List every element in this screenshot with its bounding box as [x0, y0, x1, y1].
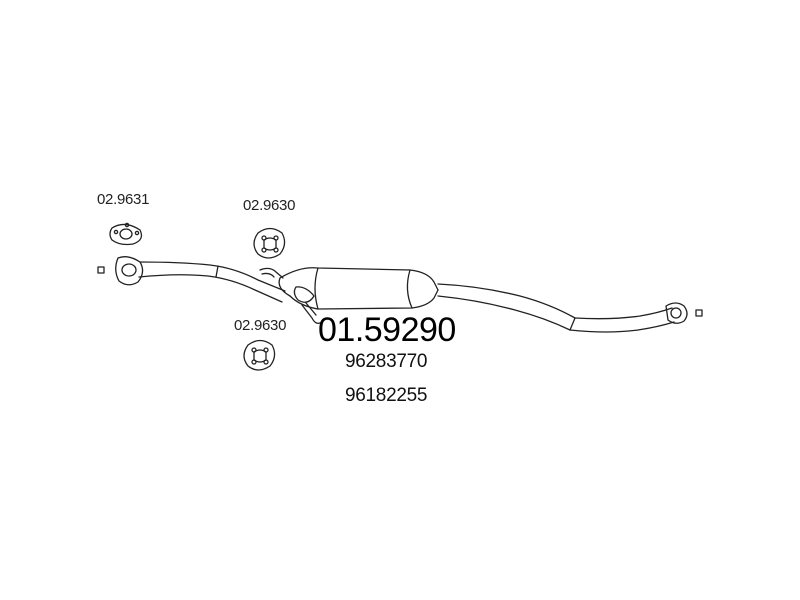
mount-upper-ref-label: 02.9630: [243, 197, 296, 214]
rear-pipe: [437, 283, 675, 333]
mount-lower-ref-label: 02.9630: [234, 317, 287, 334]
rubber-mount-lower-icon: [243, 339, 276, 371]
front-flange: [115, 256, 144, 286]
oem-number-2: 96182255: [345, 385, 428, 406]
rear-flange: [665, 302, 688, 324]
gasket-icon: [109, 222, 143, 246]
oem-number-1: 96283770: [345, 351, 428, 372]
rubber-mount-upper-icon: [253, 227, 286, 259]
muffler: [278, 267, 439, 310]
gasket-ref-label: 02.9631: [97, 191, 150, 208]
part-number: 01.59290: [318, 311, 456, 349]
front-end-marker: [97, 266, 105, 274]
hanger-brackets: [259, 267, 323, 324]
front-pipe: [138, 261, 286, 303]
rear-end-marker: [695, 309, 703, 317]
